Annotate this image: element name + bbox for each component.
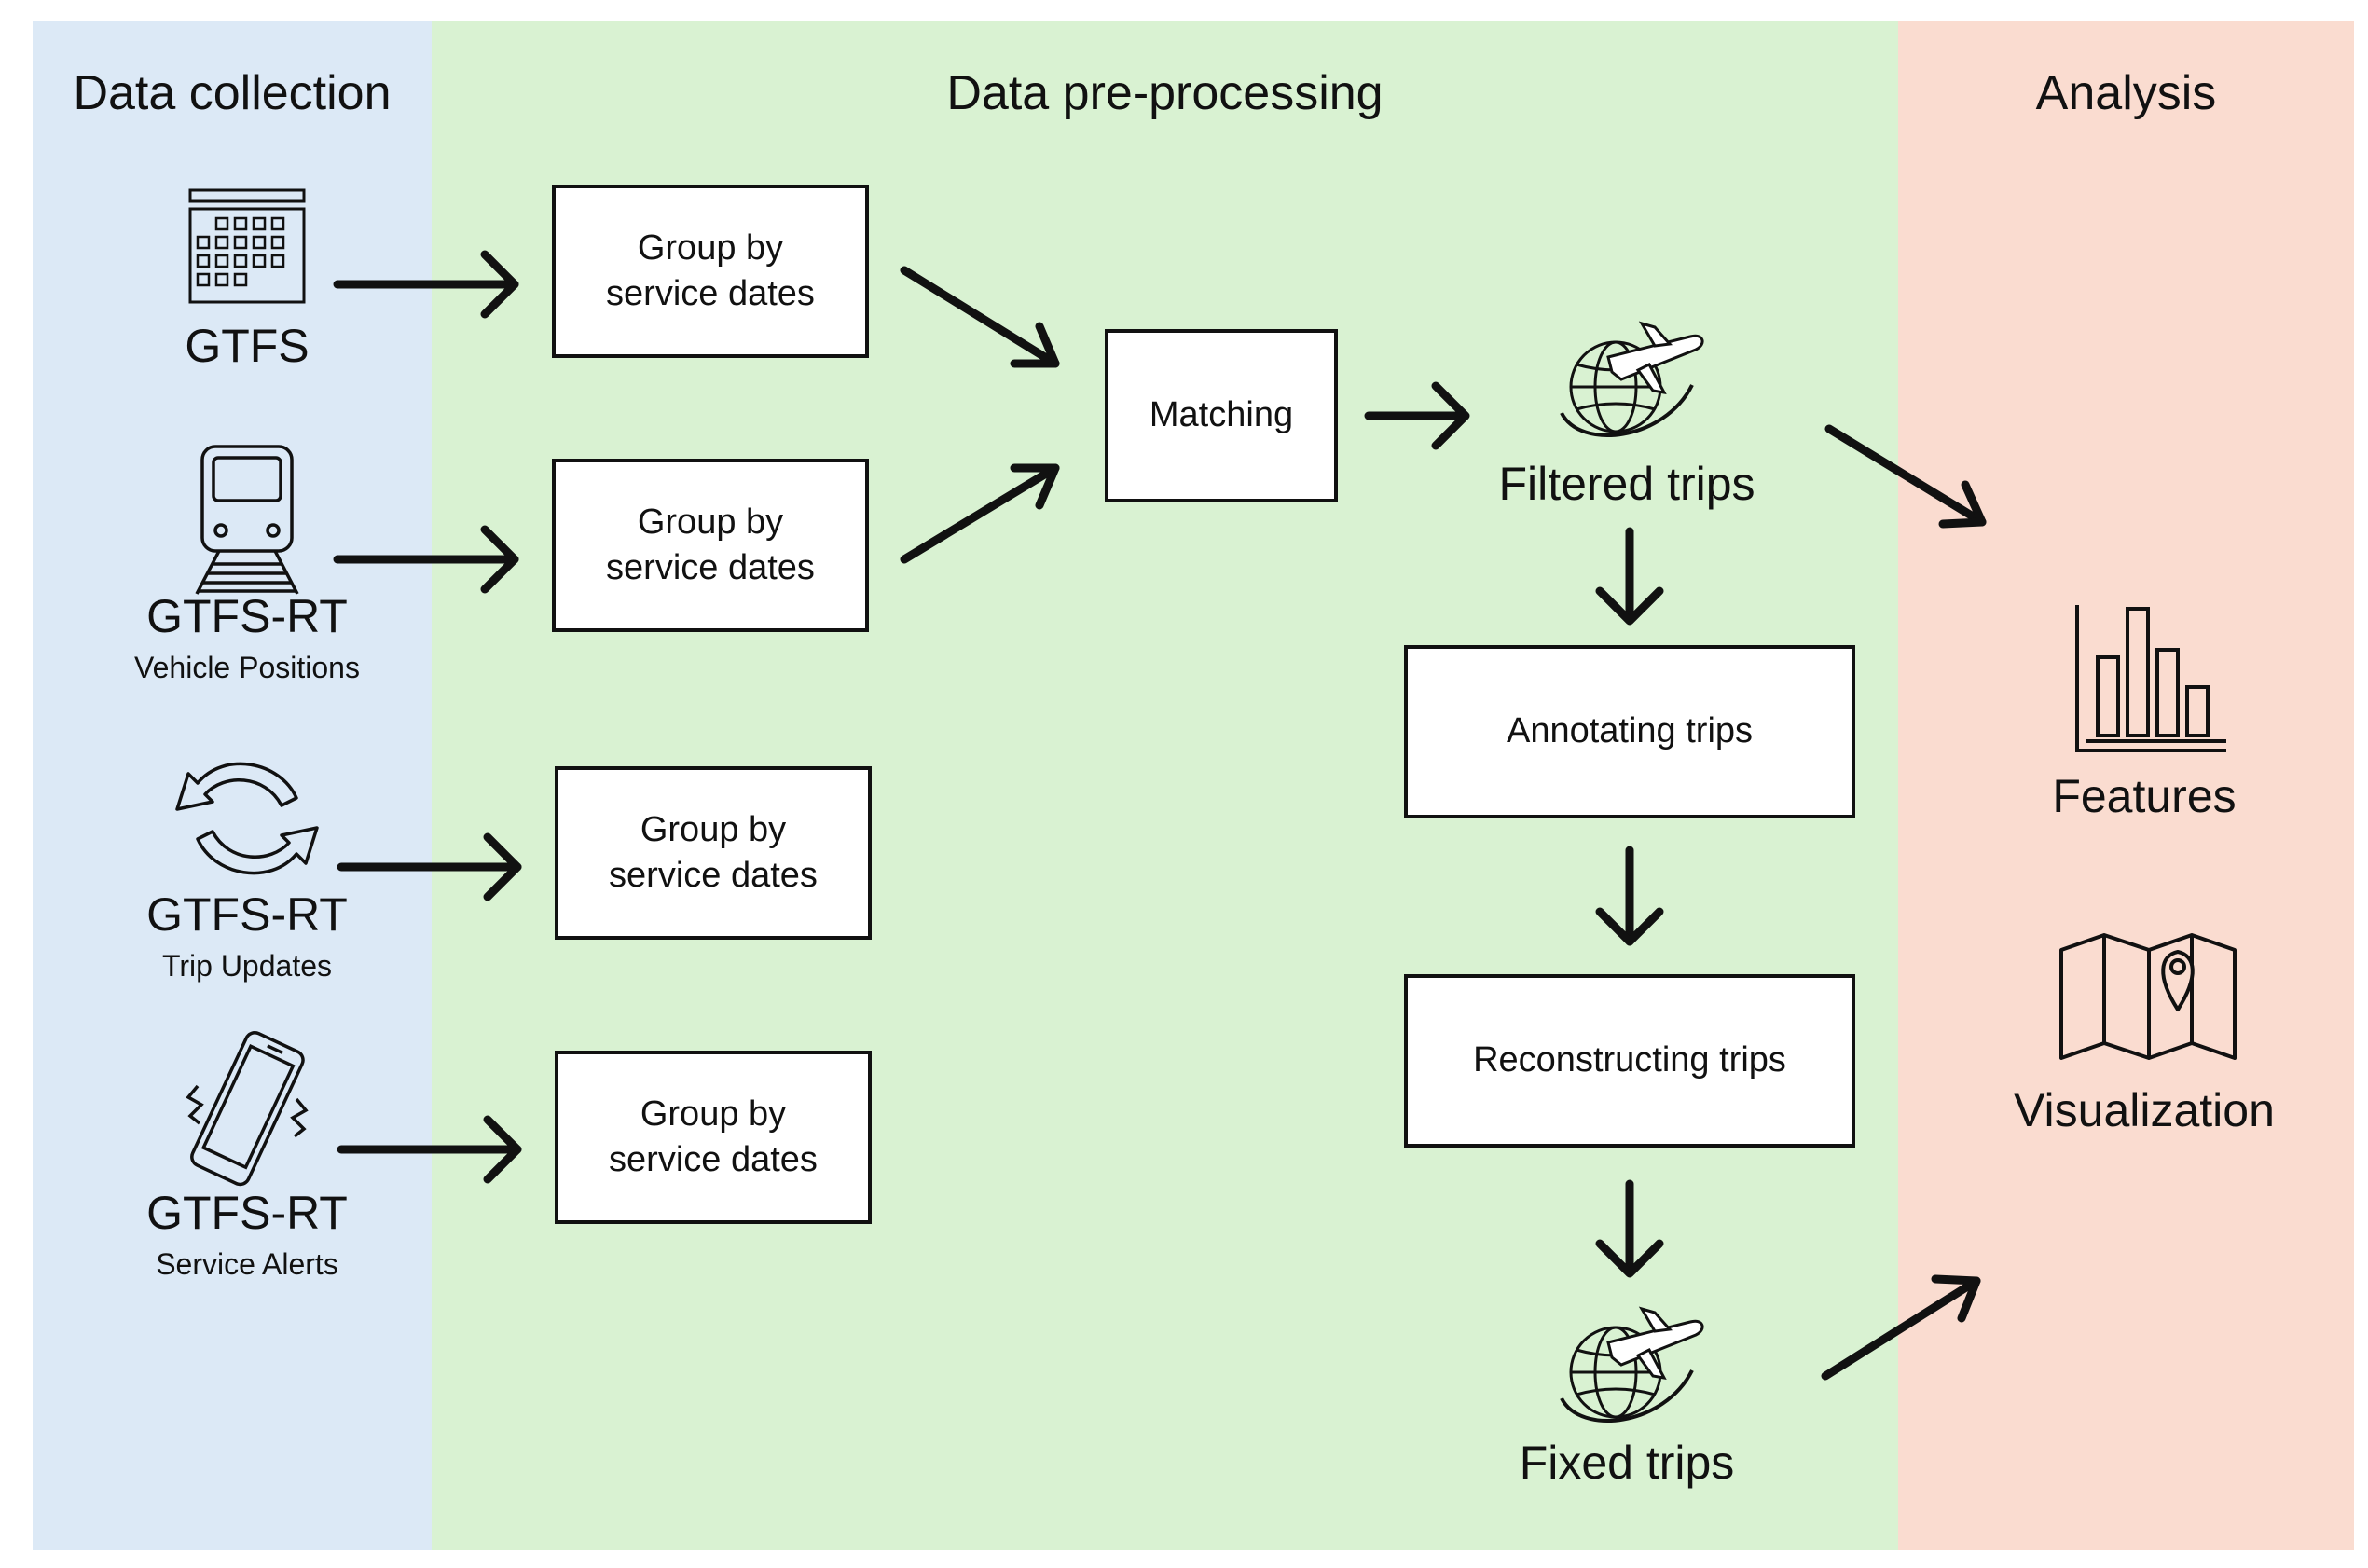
filtered-trips-label: Filtered trips <box>1498 458 1755 510</box>
calendar-icon <box>188 188 306 304</box>
group-by-line1: Group by <box>640 809 787 849</box>
fixed-trips-label: Fixed trips <box>1519 1437 1735 1489</box>
reconstructing-trips-label: Reconstructing trips <box>1473 1040 1786 1080</box>
group-by-box-trip-updates: Group by service dates <box>555 766 872 940</box>
group-by-line1: Group by <box>637 227 784 268</box>
section-title-analysis: Analysis <box>2035 66 2217 120</box>
annotating-trips-box: Annotating trips <box>1404 645 1855 818</box>
group-by-line2: service dates <box>609 856 818 895</box>
globe-plane-icon-filtered <box>1560 321 1704 437</box>
data-collection-panel <box>33 21 432 1550</box>
source-title-vehicle-positions: GTFS-RT <box>146 590 348 642</box>
globe-plane-icon-fixed <box>1560 1306 1704 1423</box>
matching-label: Matching <box>1149 395 1294 435</box>
section-title-preprocessing: Data pre-processing <box>946 66 1384 120</box>
vibrating-phone-icon <box>186 1030 309 1187</box>
group-by-line2: service dates <box>609 1140 818 1179</box>
source-subtitle-service-alerts: Service Alerts <box>156 1247 338 1281</box>
reconstructing-trips-box: Reconstructing trips <box>1404 974 1855 1148</box>
group-by-line2: service dates <box>606 274 815 313</box>
refresh-icon <box>175 762 319 875</box>
annotating-trips-label: Annotating trips <box>1506 711 1754 751</box>
group-by-line2: service dates <box>606 548 815 587</box>
map-pin-icon <box>2059 933 2237 1060</box>
source-title-gtfs: GTFS <box>185 320 310 372</box>
group-by-box-vehicle-positions: Group by service dates <box>552 459 869 632</box>
group-by-line1: Group by <box>640 1093 787 1134</box>
visualization-label: Visualization <box>2014 1084 2275 1136</box>
source-subtitle-vehicle-positions: Vehicle Positions <box>134 651 360 684</box>
features-label: Features <box>2052 770 2237 822</box>
bar-chart-icon <box>2075 605 2226 752</box>
matching-box: Matching <box>1105 329 1338 502</box>
source-title-trip-updates: GTFS-RT <box>146 888 348 941</box>
source-subtitle-trip-updates: Trip Updates <box>162 949 332 983</box>
group-by-line1: Group by <box>637 502 784 542</box>
group-by-box-service-alerts: Group by service dates <box>555 1051 872 1224</box>
train-icon <box>195 445 299 595</box>
source-title-service-alerts: GTFS-RT <box>146 1187 348 1239</box>
section-title-collection: Data collection <box>73 66 392 120</box>
group-by-box-gtfs: Group by service dates <box>552 185 869 358</box>
